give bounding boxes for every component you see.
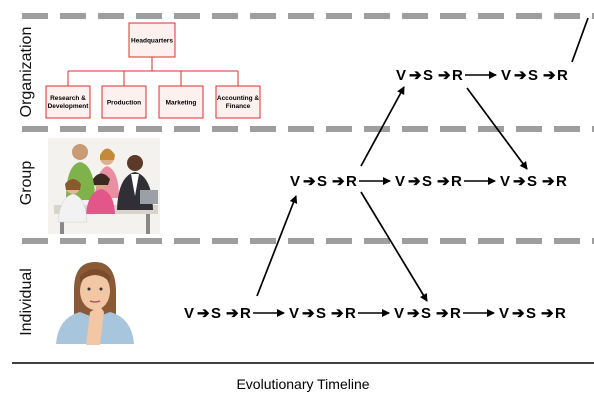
variation-token: V	[394, 305, 404, 322]
short-arrow-icon: ➔	[543, 67, 556, 84]
variation-token: V	[395, 173, 405, 190]
short-arrow-icon: ➔	[541, 305, 554, 322]
org-box-production-label: Production	[107, 100, 141, 107]
selection-token: S	[421, 305, 431, 322]
short-arrow-icon: ➔	[303, 173, 316, 190]
org-box-accounting-label-line2: Finance	[226, 103, 251, 110]
retention-token: R	[451, 173, 462, 190]
short-arrow-icon: ➔	[436, 305, 449, 322]
retention-token: R	[450, 305, 461, 322]
short-arrow-icon: ➔	[331, 305, 344, 322]
transition-arrow-group-to-individual	[360, 191, 428, 302]
level-label-individual: Individual	[18, 268, 35, 336]
org-box-research-label-line1: Research &	[50, 95, 86, 102]
individual-photo	[48, 258, 160, 345]
org-box-headquarters-label: Headquarters	[131, 38, 173, 45]
short-arrow-icon: ➔	[302, 305, 315, 322]
selection-token: S	[527, 173, 537, 190]
retention-token: R	[240, 305, 251, 322]
variation-token: V	[184, 305, 194, 322]
timeline-label: Evolutionary Timeline	[236, 376, 369, 392]
transition-arrow-organization-to-group	[466, 87, 528, 170]
short-arrow-icon: ➔	[542, 173, 555, 190]
short-arrow-icon: ➔	[437, 173, 450, 190]
variation-token: V	[501, 67, 511, 84]
group-photo	[48, 138, 160, 234]
transition-arrow-group-to-organization	[360, 86, 405, 167]
selection-token: S	[211, 305, 221, 322]
retention-token: R	[556, 173, 567, 190]
variation-token: V	[499, 305, 509, 322]
org-box-marketing	[158, 85, 204, 119]
org-box-research-development	[45, 85, 91, 119]
retention-token: R	[452, 67, 463, 84]
org-box-marketing-label: Marketing	[166, 100, 197, 107]
selection-token: S	[526, 305, 536, 322]
short-arrow-icon: ➔	[514, 67, 527, 84]
short-arrow-icon: ➔	[512, 305, 525, 322]
org-box-research-label-line2: Development	[48, 103, 90, 110]
short-arrow-icon: ➔	[409, 67, 422, 84]
short-arrow-icon: ➔	[226, 305, 239, 322]
short-arrow-icon: ➔	[197, 305, 210, 322]
retention-token: R	[345, 305, 356, 322]
selection-token: S	[316, 305, 326, 322]
org-box-production	[101, 85, 147, 119]
org-box-headquarters	[128, 22, 176, 58]
short-arrow-icon: ➔	[438, 67, 451, 84]
retention-token: R	[555, 305, 566, 322]
transition-arrow-organization-exit	[571, 17, 589, 63]
short-arrow-icon: ➔	[332, 173, 345, 190]
variation-token: V	[290, 173, 300, 190]
short-arrow-icon: ➔	[513, 173, 526, 190]
org-box-accounting-label-line1: Accounting &	[217, 95, 260, 102]
selection-token: S	[528, 67, 538, 84]
level-label-organization: Organization	[18, 27, 35, 118]
selection-token: S	[423, 67, 433, 84]
retention-token: R	[346, 173, 357, 190]
transition-arrow-individual-to-group	[256, 195, 298, 297]
variation-token: V	[396, 67, 406, 84]
selection-token: S	[317, 173, 327, 190]
retention-token: R	[557, 67, 568, 84]
variation-token: V	[500, 173, 510, 190]
selection-token: S	[422, 173, 432, 190]
org-box-accounting-finance	[215, 85, 261, 119]
org-chart-illustration: Headquarters Research & Development Prod…	[45, 22, 261, 119]
variation-token: V	[289, 305, 299, 322]
level-label-group: Group	[18, 161, 35, 206]
short-arrow-icon: ➔	[408, 173, 421, 190]
short-arrow-icon: ➔	[407, 305, 420, 322]
